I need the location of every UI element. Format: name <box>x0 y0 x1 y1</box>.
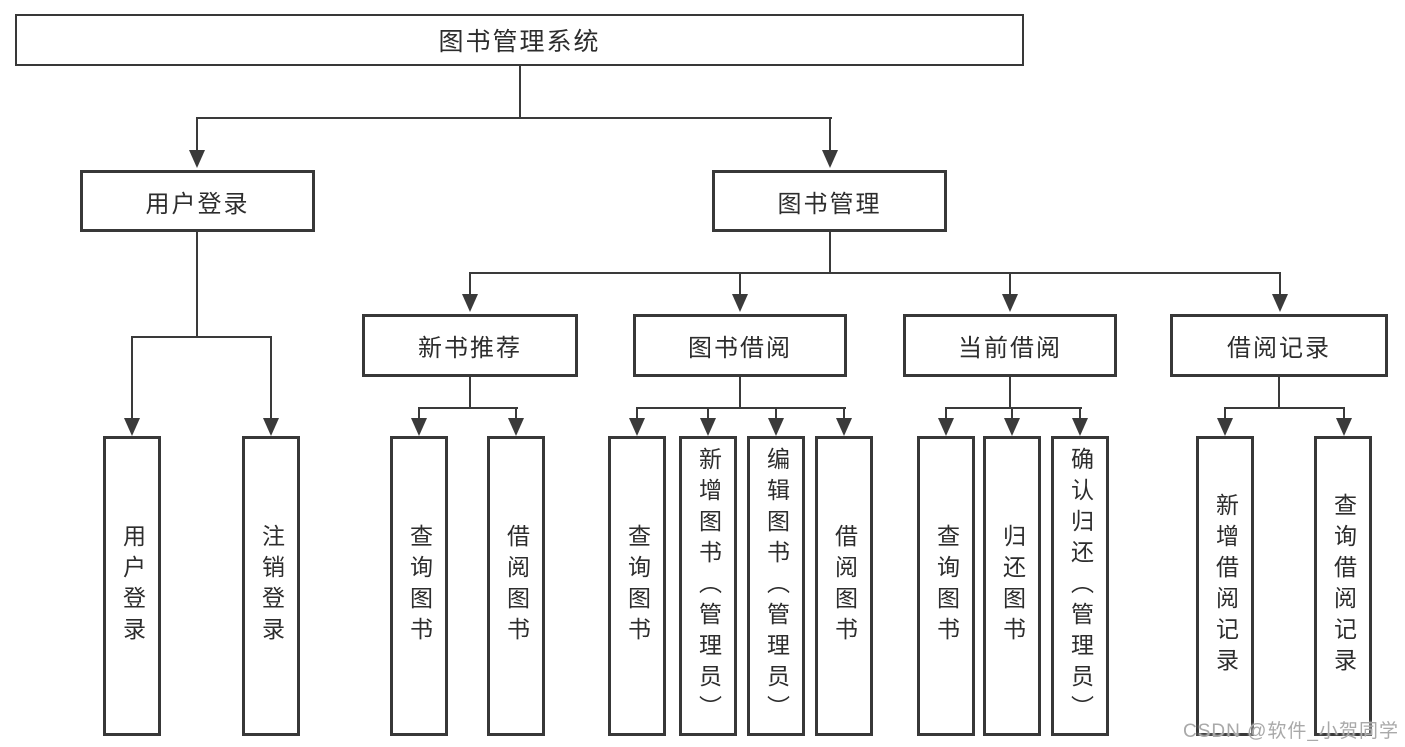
connector-line <box>775 407 777 421</box>
leaf-add-borrow-record: 新增借阅记录 <box>1196 436 1254 736</box>
node-label: 新增借阅记录 <box>1212 493 1239 679</box>
connector-line <box>1279 272 1281 296</box>
connector-line <box>469 377 471 409</box>
node-label: 用户登录 <box>145 190 250 218</box>
arrowhead-down-icon <box>1217 418 1233 436</box>
node-user-login-group: 用户登录 <box>80 170 315 232</box>
arrowhead-down-icon <box>732 294 748 312</box>
connector-line <box>418 407 518 409</box>
node-borrow-records: 借阅记录 <box>1170 314 1388 377</box>
connector-line <box>418 407 420 421</box>
node-book-management: 图书管理 <box>712 170 947 232</box>
node-label: 查询借阅记录 <box>1330 493 1357 679</box>
leaf-logout: 注销登录 <box>242 436 300 736</box>
arrowhead-down-icon <box>938 418 954 436</box>
node-label: 图书借阅 <box>688 335 792 362</box>
arrowhead-down-icon <box>508 418 524 436</box>
leaf-user-login: 用户登录 <box>103 436 161 736</box>
connector-line <box>1224 407 1345 409</box>
leaf-query-books-recommend: 查询图书 <box>390 436 448 736</box>
leaf-add-book-admin: 新增图书（管理员） <box>679 436 737 736</box>
connector-line <box>1224 407 1226 421</box>
node-label: 新增图书（管理员） <box>695 446 722 726</box>
connector-line <box>636 407 638 421</box>
connector-line <box>829 117 831 153</box>
node-label: 查询图书 <box>933 524 960 648</box>
connector-line <box>945 407 1082 409</box>
node-label: 当前借阅 <box>958 335 1062 362</box>
node-current-borrow: 当前借阅 <box>903 314 1117 377</box>
arrowhead-down-icon <box>768 418 784 436</box>
node-root: 图书管理系统 <box>15 14 1024 66</box>
arrowhead-down-icon <box>462 294 478 312</box>
connector-line <box>1278 377 1280 409</box>
leaf-confirm-return-admin: 确认归还（管理员） <box>1051 436 1109 736</box>
connector-line <box>469 272 471 296</box>
arrowhead-down-icon <box>189 150 205 168</box>
arrowhead-down-icon <box>411 418 427 436</box>
leaf-borrow-book: 借阅图书 <box>815 436 873 736</box>
connector-line <box>636 407 846 409</box>
arrowhead-down-icon <box>1272 294 1288 312</box>
node-label: 借阅图书 <box>831 524 858 648</box>
connector-line <box>519 66 521 119</box>
connector-line <box>707 407 709 421</box>
connector-line <box>1009 377 1011 409</box>
node-label: 查询图书 <box>406 524 433 648</box>
node-label: 编辑图书（管理员） <box>763 446 790 726</box>
node-label: 借阅记录 <box>1227 335 1331 362</box>
leaf-return-book: 归还图书 <box>983 436 1041 736</box>
connector-line <box>1009 272 1011 296</box>
arrowhead-down-icon <box>1072 418 1088 436</box>
arrowhead-down-icon <box>1002 294 1018 312</box>
connector-line <box>196 117 832 119</box>
connector-line <box>843 407 845 421</box>
arrowhead-down-icon <box>836 418 852 436</box>
leaf-edit-book-admin: 编辑图书（管理员） <box>747 436 805 736</box>
connector-line <box>469 272 1281 274</box>
node-new-book-recommend: 新书推荐 <box>362 314 578 377</box>
connector-line <box>131 336 133 420</box>
connector-line <box>739 377 741 409</box>
connector-line <box>270 336 272 420</box>
arrowhead-down-icon <box>1336 418 1352 436</box>
leaf-query-books-borrow: 查询图书 <box>608 436 666 736</box>
leaf-query-books-current: 查询图书 <box>917 436 975 736</box>
arrowhead-down-icon <box>1004 418 1020 436</box>
connector-line <box>196 232 198 338</box>
connector-line <box>739 272 741 296</box>
leaf-query-borrow-record: 查询借阅记录 <box>1314 436 1372 736</box>
node-label: 确认归还（管理员） <box>1067 446 1094 726</box>
arrowhead-down-icon <box>124 418 140 436</box>
connector-line <box>515 407 517 421</box>
arrowhead-down-icon <box>263 418 279 436</box>
node-label: 用户登录 <box>119 524 146 648</box>
connector-line <box>945 407 947 421</box>
connector-line <box>196 117 198 153</box>
connector-line <box>1343 407 1345 421</box>
arrowhead-down-icon <box>700 418 716 436</box>
node-label: 注销登录 <box>258 524 285 648</box>
connector-line <box>1011 407 1013 421</box>
node-label: 归还图书 <box>999 524 1026 648</box>
connector-line <box>131 336 272 338</box>
connector-line <box>829 232 831 274</box>
csdn-watermark: CSDN @软件_小贺同学 <box>1183 721 1399 742</box>
connector-line <box>1079 407 1081 421</box>
arrowhead-down-icon <box>629 418 645 436</box>
node-label: 查询图书 <box>624 524 651 648</box>
node-label: 图书管理 <box>777 190 882 218</box>
leaf-borrow-book-recommend: 借阅图书 <box>487 436 545 736</box>
node-label: 借阅图书 <box>503 524 530 648</box>
arrowhead-down-icon <box>822 150 838 168</box>
node-label: 新书推荐 <box>418 335 522 362</box>
node-book-borrow: 图书借阅 <box>633 314 847 377</box>
node-root-label: 图书管理系统 <box>438 28 601 56</box>
